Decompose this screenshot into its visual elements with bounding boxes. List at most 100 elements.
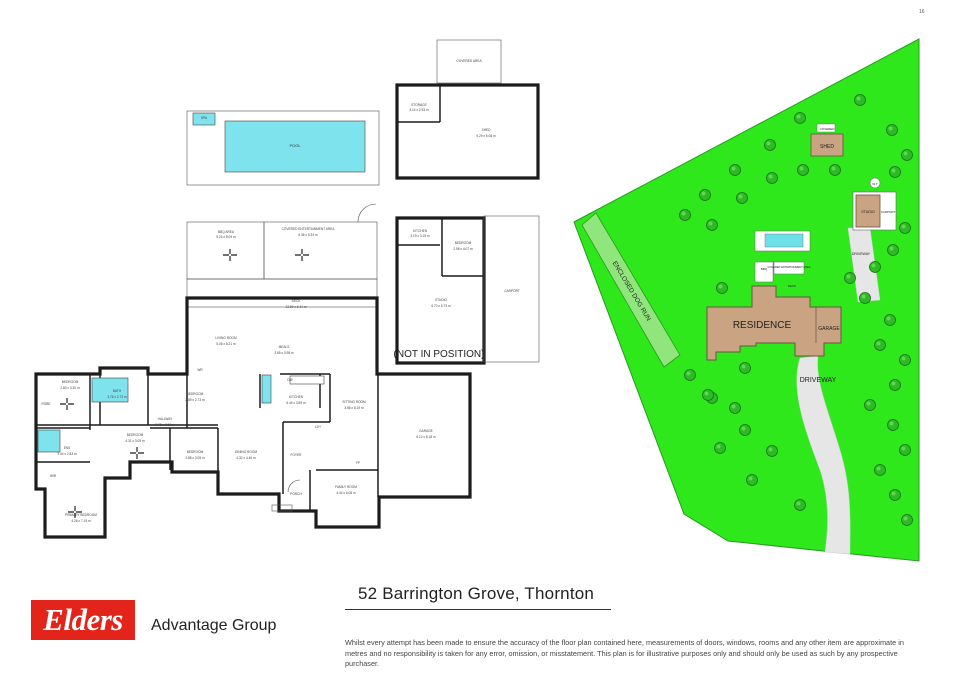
tree-highlight-icon bbox=[796, 501, 801, 506]
tree-icon bbox=[899, 354, 911, 366]
site-label-studio: STUDIO bbox=[861, 210, 875, 214]
tree-highlight-icon bbox=[891, 381, 896, 386]
room-name-wir: WIR bbox=[50, 474, 57, 478]
tree-icon bbox=[887, 419, 899, 431]
room-name-dining: DINING ROOM bbox=[235, 450, 257, 454]
room-name-family: FAMILY ROOM bbox=[335, 485, 357, 489]
tree-highlight-icon bbox=[748, 476, 753, 481]
ens-tiles bbox=[37, 429, 61, 453]
room-name-meals: MEALS bbox=[279, 345, 290, 349]
room-name-garage: GARAGE bbox=[419, 429, 433, 433]
tree-icon bbox=[764, 139, 776, 151]
room-name-storage: STORAGE bbox=[411, 103, 427, 107]
room-name-bed-tl: BEDROOM bbox=[62, 380, 79, 384]
tree-highlight-icon bbox=[886, 316, 891, 321]
tree-icon bbox=[874, 339, 886, 351]
covered-area bbox=[436, 39, 502, 84]
room-name-bed-mid: BEDROOM bbox=[187, 392, 204, 396]
elders-logo-text: Elders bbox=[43, 602, 123, 637]
room-dims-storage: 3.14 x 2.93 m bbox=[409, 108, 429, 112]
disclaimer-text: Whilst every attempt has been made to en… bbox=[345, 638, 904, 668]
tree-highlight-icon bbox=[708, 221, 713, 226]
bath-tiles bbox=[91, 377, 129, 403]
tree-highlight-icon bbox=[861, 294, 866, 299]
tree-highlight-icon bbox=[768, 447, 773, 452]
room-dims-sitting: 3.58 x 8.19 m bbox=[344, 406, 364, 410]
room-labels: COVERED AREA STORAGE 3.14 x 2.93 m SHED … bbox=[41, 59, 519, 523]
label-wr: WR bbox=[197, 368, 203, 372]
agency-name: Advantage Group bbox=[151, 617, 277, 634]
tree-icon bbox=[869, 261, 881, 273]
tree-icon bbox=[844, 272, 856, 284]
studio-outline bbox=[395, 216, 486, 365]
tree-icon bbox=[679, 209, 691, 221]
not-in-position-note: (NOT IN POSITION) bbox=[394, 349, 485, 360]
tree-highlight-icon bbox=[704, 391, 709, 396]
site-label-entertainment: COVERED ENTERTAINMENT AREA bbox=[768, 265, 811, 269]
tree-highlight-icon bbox=[888, 126, 893, 131]
room-name-studio-bedroom: BEDROOM bbox=[455, 241, 472, 245]
tree-highlight-icon bbox=[846, 274, 851, 279]
site-label-deck: DECK bbox=[788, 284, 796, 288]
room-name-cea: COVERED ENTERTAINMENT AREA bbox=[282, 227, 336, 231]
elders-logo: Elders bbox=[31, 600, 135, 640]
site-label-shed: SHED bbox=[820, 144, 834, 150]
tree-highlight-icon bbox=[866, 401, 871, 406]
tree-icon bbox=[899, 444, 911, 456]
room-dims-living: 5.06 x 8.21 m bbox=[216, 342, 236, 346]
tree-icon bbox=[794, 499, 806, 511]
tree-highlight-icon bbox=[901, 224, 906, 229]
tree-icon bbox=[864, 399, 876, 411]
site-plan bbox=[573, 38, 920, 562]
tree-highlight-icon bbox=[686, 371, 691, 376]
room-name-studio: STUDIO bbox=[435, 298, 448, 302]
room-name-bed-small: BEDROOM bbox=[187, 450, 204, 454]
tree-icon bbox=[901, 149, 913, 161]
tree-highlight-icon bbox=[701, 191, 706, 196]
tree-highlight-icon bbox=[889, 246, 894, 251]
tree-icon bbox=[716, 282, 728, 294]
tree-highlight-icon bbox=[768, 174, 773, 179]
room-dims-bath: 3.76 x 2.73 m bbox=[107, 395, 127, 399]
tree-icon bbox=[886, 124, 898, 136]
site-label-residence: RESIDENCE bbox=[733, 320, 792, 331]
site-deck bbox=[754, 261, 774, 283]
tree-highlight-icon bbox=[831, 166, 836, 171]
tree-icon bbox=[702, 389, 714, 401]
deck-area bbox=[186, 278, 378, 308]
room-dims-dining: 4.32 x 4.46 m bbox=[236, 456, 256, 460]
site-trees bbox=[679, 94, 913, 526]
room-name-shed: SHED bbox=[482, 128, 492, 132]
tree-icon bbox=[794, 112, 806, 124]
room-name-porch: PORCH bbox=[290, 492, 302, 496]
tree-highlight-icon bbox=[903, 516, 908, 521]
room-name-sitting: SITTING ROOM bbox=[342, 400, 366, 404]
kitchen-island bbox=[261, 374, 272, 404]
tree-icon bbox=[729, 164, 741, 176]
tree-highlight-icon bbox=[799, 166, 804, 171]
room-name-primary: PRIMARY BEDROOM bbox=[65, 513, 97, 517]
label-dw: DW bbox=[287, 378, 292, 382]
internal-walls bbox=[36, 373, 379, 511]
tree-icon bbox=[766, 445, 778, 457]
room-dims-ens: 3.44 x 2.83 m bbox=[57, 452, 77, 456]
ceiling-fan-icon bbox=[60, 249, 309, 518]
room-dims-deck: 13.69 x 6.44 m bbox=[285, 305, 306, 309]
tree-highlight-icon bbox=[766, 141, 771, 146]
tree-icon bbox=[874, 464, 886, 476]
porch-arc bbox=[287, 479, 301, 493]
tree-icon bbox=[884, 314, 896, 326]
room-dims-kitchen: 6.44 x 3.89 m bbox=[286, 401, 306, 405]
room-name-foyer: FOYER bbox=[291, 453, 303, 457]
room-name-kitchen: KITCHEN bbox=[289, 395, 304, 399]
room-name-studio-kitchen: KITCHEN bbox=[413, 229, 428, 233]
room-name-covered-area: COVERED AREA bbox=[456, 59, 482, 63]
tree-icon bbox=[739, 424, 751, 436]
site-label-carport: CARPORT bbox=[881, 210, 896, 214]
site-shed bbox=[810, 133, 844, 157]
tree-icon bbox=[889, 379, 901, 391]
label-ldy: LDY bbox=[315, 425, 322, 429]
room-dims-bed-mid: 2.89 x 2.73 m bbox=[185, 398, 205, 402]
room-dims-studio-kitchen: 3.19 x 3.15 m bbox=[410, 234, 430, 238]
